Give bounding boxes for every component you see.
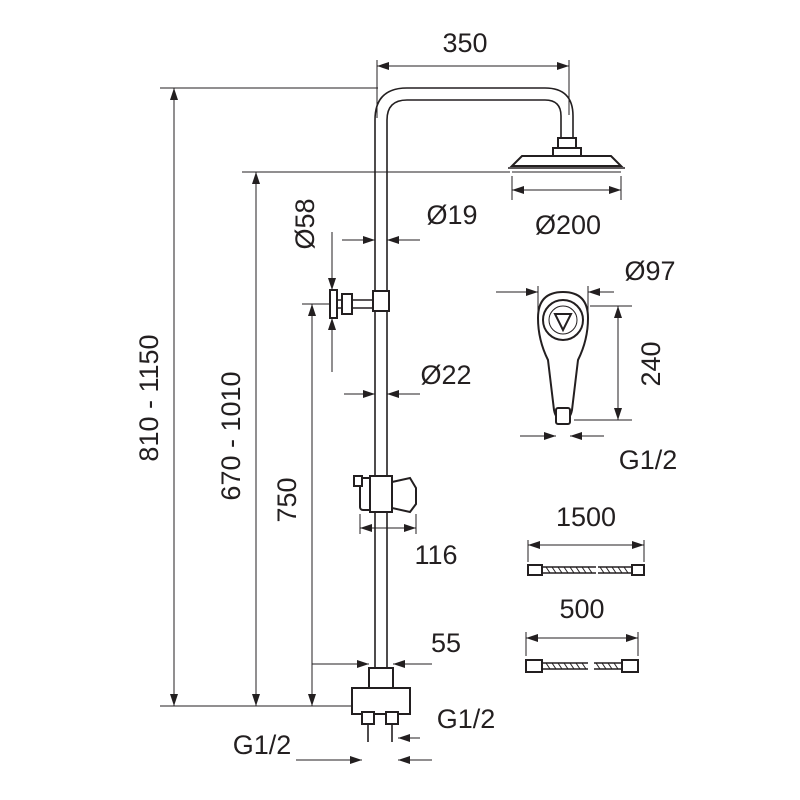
label-total-height: 810 - 1150 (134, 334, 164, 461)
shower-column (374, 87, 582, 672)
wall-mount-bracket (329, 289, 390, 319)
label-mount-height: 750 (272, 477, 302, 522)
label-hose-long: 1500 (556, 502, 616, 532)
rain-shower-head (508, 155, 625, 173)
label-head-height: 670 - 1010 (216, 371, 246, 500)
label-hand-shower-diameter: Ø97 (624, 256, 675, 286)
hand-shower-slider (353, 475, 417, 514)
label-pipe-lower-diameter: Ø22 (420, 360, 471, 390)
label-hose-short: 500 (559, 594, 604, 624)
label-inlet-left: G1/2 (233, 730, 292, 760)
label-mount-diameter: Ø58 (290, 198, 320, 249)
label-slider-width: 116 (414, 540, 457, 570)
thermostatic-valve (351, 667, 411, 742)
label-hand-shower-length: 240 (636, 341, 666, 386)
hose-500 (525, 659, 639, 673)
hand-shower (536, 290, 590, 425)
label-hand-shower-thread: G1/2 (619, 445, 678, 475)
label-top-width: 350 (442, 28, 487, 58)
label-valve-offset: 55 (431, 628, 461, 658)
label-inlet-right: G1/2 (437, 704, 496, 734)
label-pipe-upper-diameter: Ø19 (426, 200, 477, 230)
label-head-diameter: Ø200 (535, 210, 601, 240)
hose-1500 (527, 564, 645, 576)
dimension-lines (160, 60, 645, 764)
